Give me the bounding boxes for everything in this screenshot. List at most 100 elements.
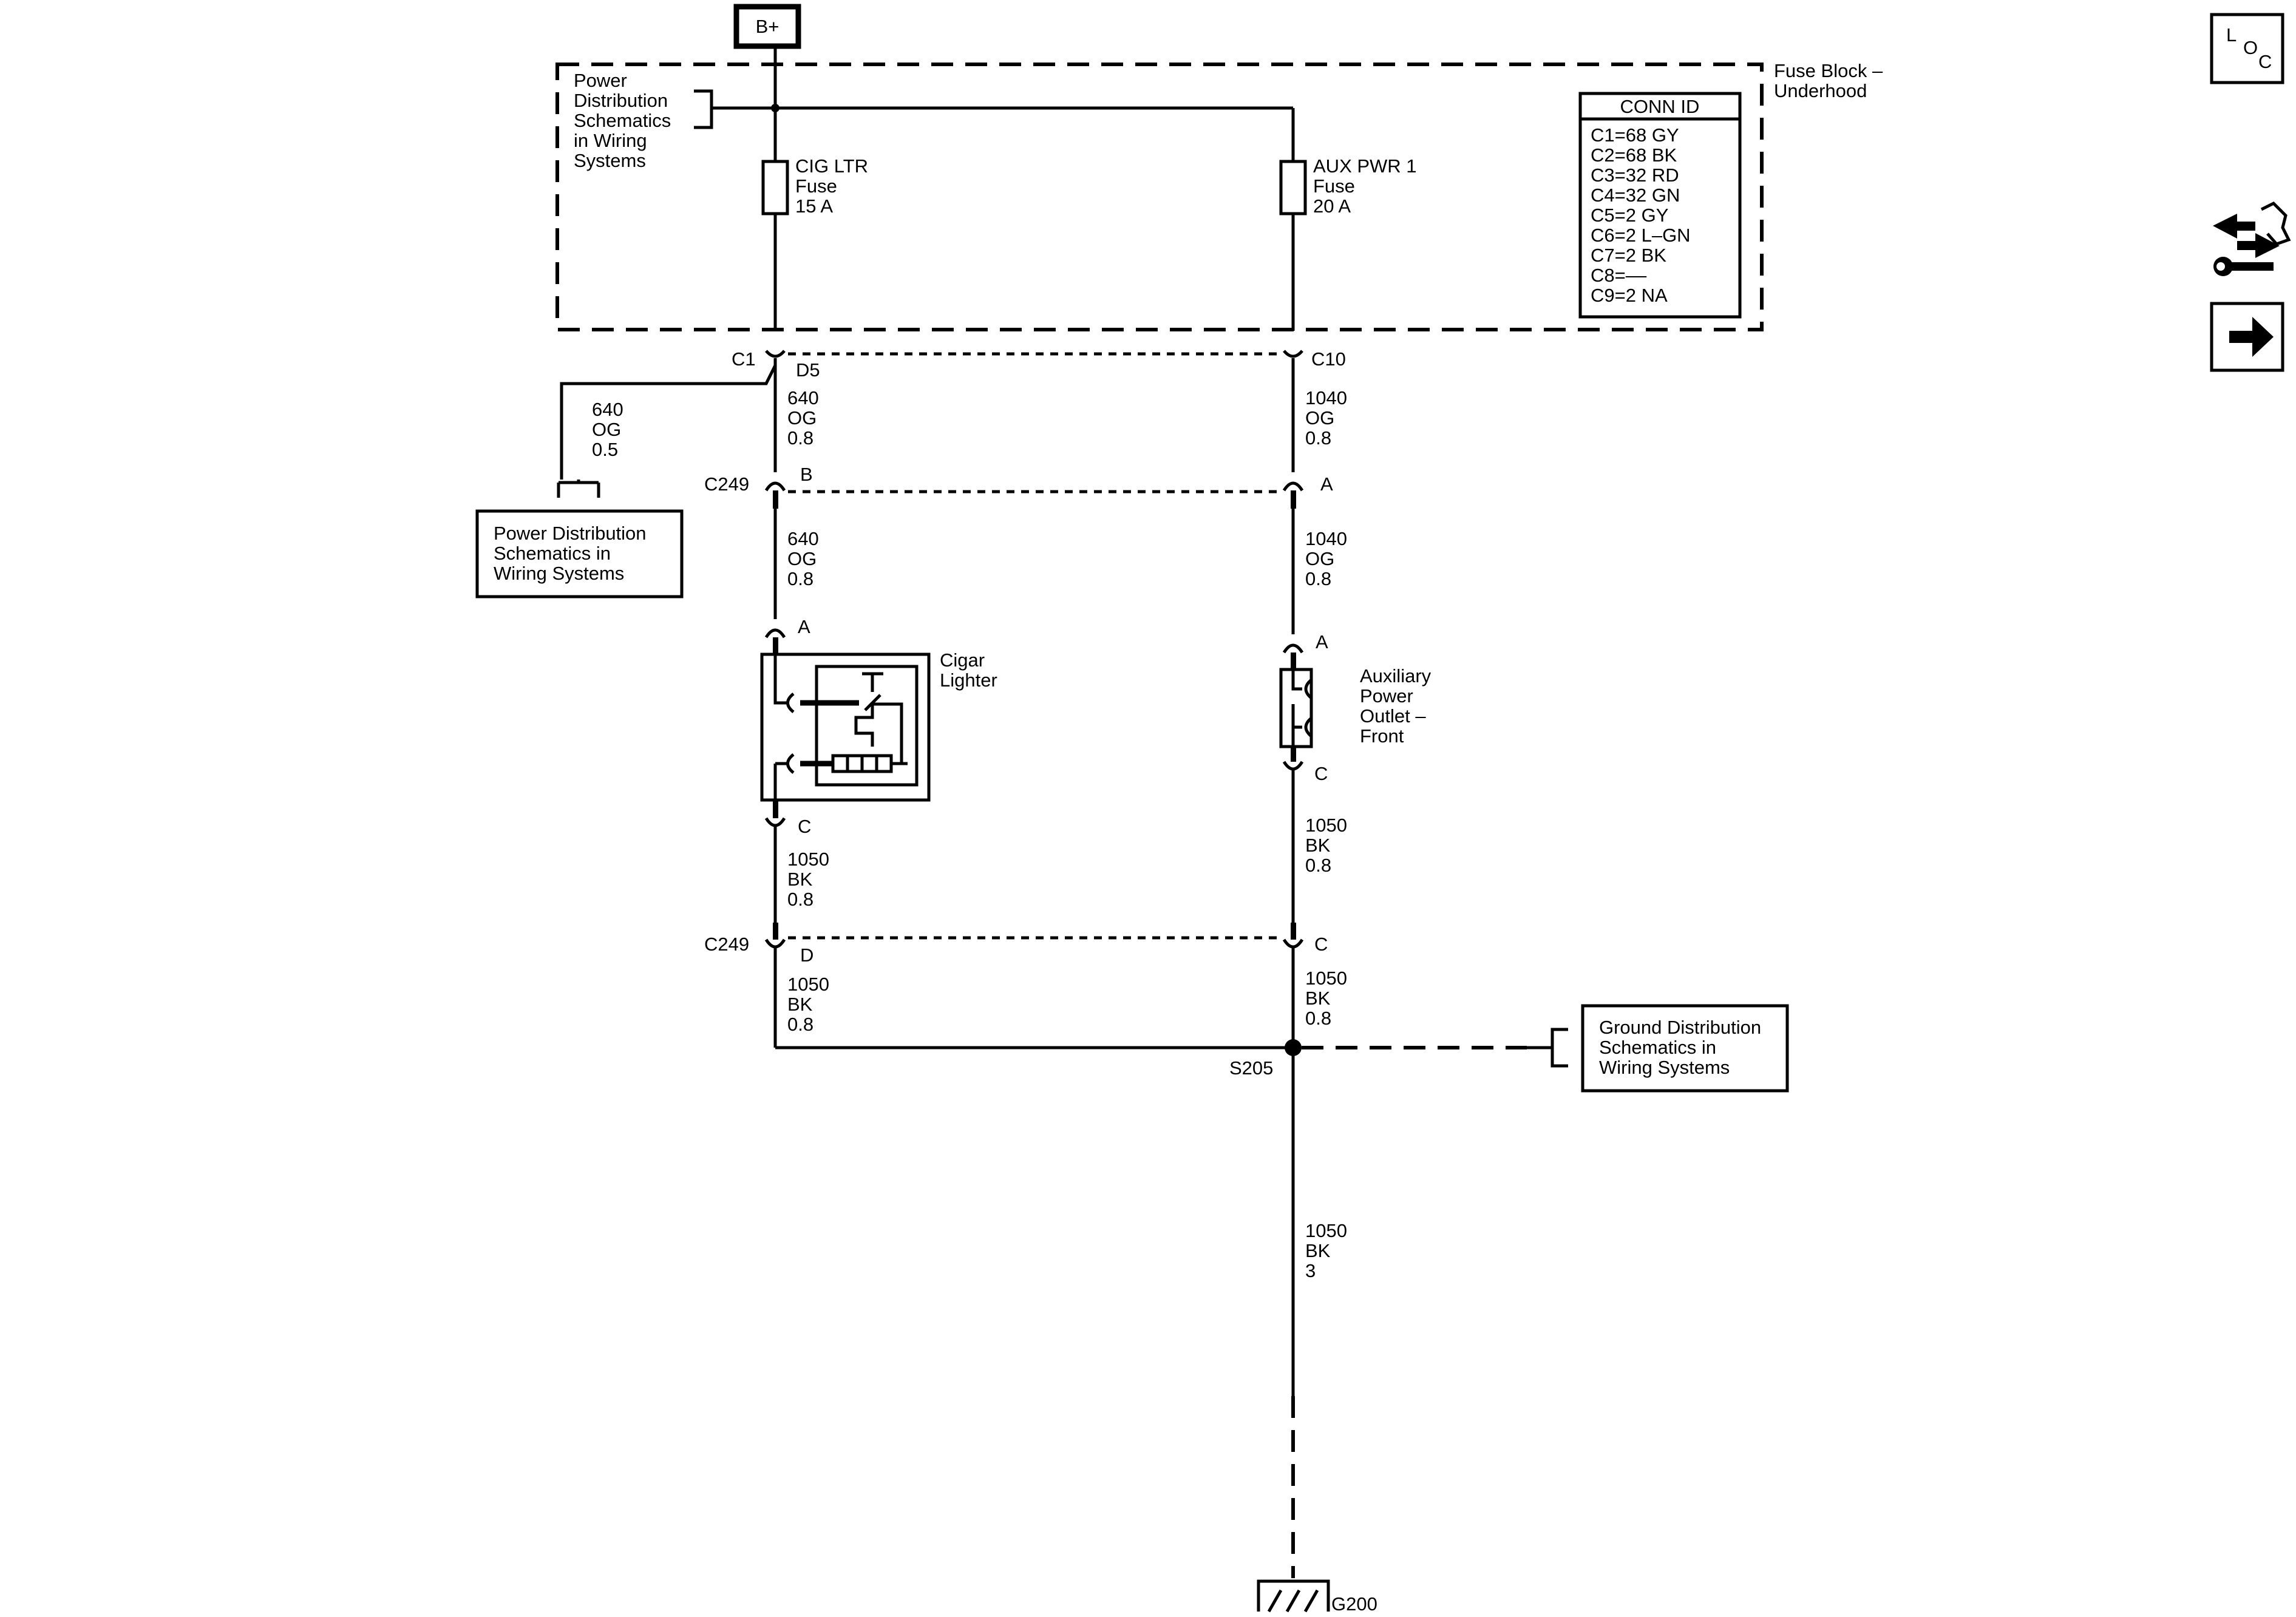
wire-size: 0.8 <box>787 568 813 589</box>
wire-size: 0.8 <box>1305 568 1331 589</box>
fuse-rating: 20 A <box>1313 195 1351 217</box>
loc-letter: L <box>2226 24 2237 46</box>
conn-id-row: C2=68 BK <box>1591 144 1677 166</box>
ref-line: Schematics in <box>494 543 611 564</box>
ref-line: Systems <box>574 150 646 171</box>
connector-label: C249 <box>704 934 749 955</box>
auxiliary-power-outlet: A C Auxiliary Power Outlet – Front <box>1279 631 1432 931</box>
fuse-type: Fuse <box>1313 175 1355 197</box>
component-name: Lighter <box>940 670 997 691</box>
pin-label: A <box>1316 631 1328 653</box>
wire-circuit: 1050 <box>1305 815 1347 836</box>
pin-label: A <box>1320 473 1333 495</box>
ref-line: in Wiring <box>574 130 647 151</box>
wire-circuit: 1040 <box>1305 528 1347 549</box>
connector-c249-lower-right: C <box>1282 923 1328 1396</box>
conn-id-row: C7=2 BK <box>1591 245 1666 266</box>
wire-size: 0.5 <box>592 439 618 460</box>
pin-label: A <box>798 616 810 637</box>
wire-size: 0.8 <box>787 427 813 449</box>
ground-g200: G200 <box>1257 1579 1377 1615</box>
component-name: Outlet – <box>1360 705 1426 727</box>
wire-color: BK <box>787 869 813 890</box>
component-name: Front <box>1360 725 1404 747</box>
wire-color: BK <box>1305 835 1331 856</box>
connector-c10: C10 <box>1283 348 1346 472</box>
ref-line: Power Distribution <box>494 523 647 544</box>
wire-size: 0.8 <box>1305 427 1331 449</box>
conn-id-table: CONN ID C1=68 GY C2=68 BK C3=32 RD C4=32… <box>1578 92 1742 319</box>
fuse-type: Fuse <box>795 175 837 197</box>
power-distribution-ref-top: Power Distribution Schematics in Wiring … <box>574 70 775 171</box>
connector-label: C249 <box>704 473 749 495</box>
wire-size: 0.8 <box>787 889 813 910</box>
wire-color: OG <box>1305 548 1334 569</box>
aux-pwr-1-fuse: AUX PWR 1 Fuse 20 A <box>1279 155 1417 217</box>
ground-label: G200 <box>1331 1593 1377 1615</box>
connector-c249-upper: C249 B <box>704 464 813 619</box>
conn-id-row: C1=68 GY <box>1591 124 1679 146</box>
fuse-block-label-2: Underhood <box>1774 80 1867 101</box>
connector-c1: C1 D5 <box>732 348 820 472</box>
wire-color: OG <box>592 419 621 440</box>
pin-label: D5 <box>796 359 820 381</box>
loc-icon[interactable]: L O C <box>2210 13 2284 84</box>
power-distribution-ref-box: Power Distribution Schematics in Wiring … <box>475 509 684 598</box>
ref-line: Schematics in <box>1599 1037 1716 1058</box>
cigar-lighter: A Cigar Lighter C <box>760 616 997 931</box>
loc-letter: C <box>2258 51 2272 72</box>
wire-color: BK <box>1305 1240 1331 1261</box>
pin-label: D <box>800 944 813 966</box>
wire-circuit: 640 <box>592 399 623 420</box>
fuse-block-label: Fuse Block – <box>1774 60 1883 81</box>
wire-circuit: 1050 <box>787 849 829 870</box>
battery-label: B+ <box>756 16 779 37</box>
wire-size: 0.8 <box>1305 855 1331 876</box>
wire-color: OG <box>787 548 817 569</box>
ground-distribution-ref: Ground Distribution Schematics in Wiring… <box>1302 1004 1789 1093</box>
component-name: Auxiliary <box>1360 665 1432 686</box>
connector-c249-upper-right: A <box>1282 473 1333 634</box>
ref-line: Schematics <box>574 110 671 131</box>
wire-size: 0.8 <box>787 1014 813 1035</box>
pin-label: C <box>1314 763 1328 784</box>
conn-id-row: C9=2 NA <box>1591 285 1668 306</box>
conn-id-row: C8=–– <box>1591 265 1647 286</box>
wire-circuit: 1040 <box>1305 387 1347 408</box>
conn-id-title: CONN ID <box>1620 96 1700 117</box>
wire-circuit: 640 <box>787 528 819 549</box>
ref-line: Wiring Systems <box>1599 1057 1730 1078</box>
ref-line: Ground Distribution <box>1599 1017 1761 1038</box>
ref-line: Wiring Systems <box>494 563 624 584</box>
arrow-right-icon[interactable] <box>2210 302 2284 372</box>
splice-label: S205 <box>1229 1057 1273 1079</box>
fuse-rating: 15 A <box>795 195 833 217</box>
wire-color: OG <box>1305 407 1334 429</box>
connector-label: C10 <box>1311 348 1346 370</box>
connector-c249-lower: C249 D <box>704 923 813 1048</box>
battery-source: B+ <box>733 4 801 49</box>
conn-id-row: C6=2 L–GN <box>1591 225 1691 246</box>
ref-line: Power <box>574 70 627 91</box>
branch-wire: 640 OG 0.5 <box>557 364 777 498</box>
conn-id-row: C4=32 GN <box>1591 185 1680 206</box>
pin-label: C <box>1314 934 1328 955</box>
fuse-name: CIG LTR <box>795 155 868 177</box>
conn-id-row: C3=32 RD <box>1591 164 1679 186</box>
wire-color: BK <box>787 994 813 1015</box>
wire-circuit: 640 <box>787 387 819 408</box>
wire-color: OG <box>787 407 817 429</box>
wire-circuit: 1050 <box>787 974 829 995</box>
pin-label: C <box>798 816 811 837</box>
fuse-name: AUX PWR 1 <box>1313 155 1417 177</box>
wire-size: 0.8 <box>1305 1008 1331 1029</box>
conn-id-row: C5=2 GY <box>1591 205 1668 226</box>
wire-circuit: 1050 <box>1305 968 1347 989</box>
component-name: Cigar <box>940 649 985 671</box>
wrench-arrows-icon[interactable] <box>2213 201 2291 276</box>
loc-letter: O <box>2243 37 2258 58</box>
cig-ltr-fuse: CIG LTR Fuse 15 A <box>761 155 868 217</box>
connector-label: C1 <box>732 348 756 370</box>
ref-line: Distribution <box>574 90 668 111</box>
